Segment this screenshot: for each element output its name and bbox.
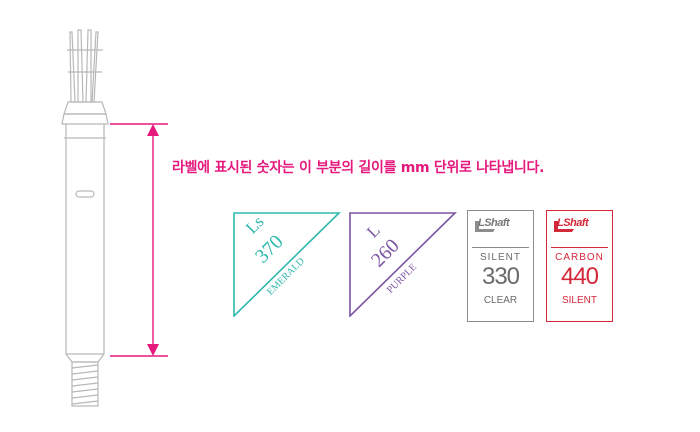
label-box-clear: LShaft SILENT 330 CLEAR bbox=[467, 210, 534, 322]
carbon-number: 440 bbox=[560, 263, 599, 290]
triangle-emerald-icon bbox=[233, 212, 341, 317]
carbon-brand: LShaft bbox=[557, 217, 589, 229]
carbon-line1: CARBON bbox=[555, 252, 604, 263]
clear-number: 330 bbox=[481, 263, 520, 290]
label-box-carbon: LShaft CARBON 440 SILENT bbox=[546, 210, 613, 322]
triangle-purple-icon bbox=[349, 212, 457, 317]
label-emerald: Ls 370 EMERALD bbox=[233, 212, 341, 317]
carbon-divider bbox=[551, 247, 608, 248]
shaft-illustration bbox=[61, 29, 109, 407]
clear-divider bbox=[472, 247, 529, 248]
clear-line2: CLEAR bbox=[483, 295, 518, 306]
label-purple: L 260 PURPLE bbox=[349, 212, 457, 317]
lshaft-logo-icon bbox=[475, 221, 495, 232]
carbon-line2: SILENT bbox=[561, 295, 597, 306]
clear-line1: SILENT bbox=[479, 252, 521, 263]
clear-brand: LShaft bbox=[478, 217, 510, 229]
caption-text: 라벨에 표시된 숫자는 이 부분의 길이를 mm 단위로 나타냅니다. bbox=[172, 160, 545, 176]
double-arrow-icon bbox=[110, 123, 168, 357]
lshaft-logo-icon bbox=[554, 221, 574, 232]
